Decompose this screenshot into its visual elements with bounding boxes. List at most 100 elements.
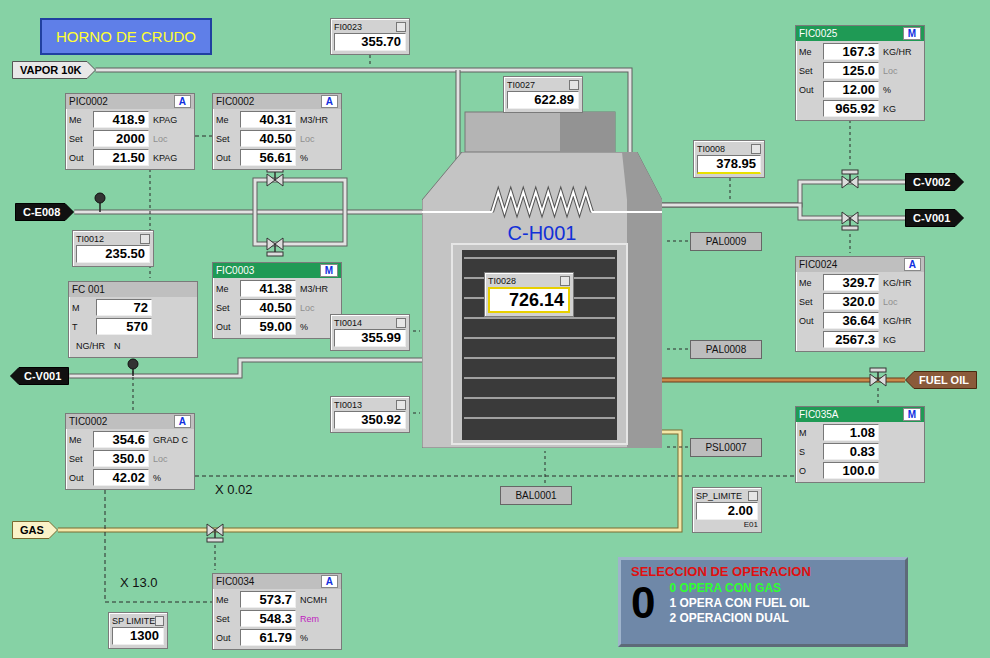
- stream-name: C-V001: [913, 212, 950, 224]
- faceplate-row: S0.83: [799, 442, 921, 461]
- process-pipe: [662, 380, 905, 381]
- control-valve: [267, 168, 283, 186]
- leader-line: [665, 447, 688, 448]
- indicator-header: TI0013: [334, 398, 406, 411]
- process-value: 40.50: [240, 299, 296, 316]
- mode-indicator: M: [903, 408, 921, 421]
- option-text: 0 OPERA CON GAS: [669, 581, 809, 596]
- faceplate-header: FIC0003M: [213, 263, 341, 278]
- alarm-box: PSL0007: [690, 438, 762, 457]
- stream-tag: FUEL OIL: [905, 371, 977, 389]
- status-square: [569, 80, 579, 90]
- mode-indicator: A: [321, 575, 338, 588]
- tag-name: PIC0002: [69, 96, 108, 107]
- process-value: 59.00: [240, 318, 296, 335]
- stream-tag: C-V002: [905, 173, 964, 191]
- screen-title: HORNO DE CRUDO: [40, 18, 212, 55]
- unit-label: KPAG: [149, 153, 187, 163]
- unit-label: %: [879, 85, 917, 95]
- tag-name: TI0008: [697, 144, 725, 154]
- multiplier-label: X 0.02: [215, 482, 253, 497]
- controller-faceplate: FIC035AMM1.08S0.83O100.0: [795, 406, 925, 483]
- process-value: 573.7: [240, 591, 296, 608]
- faceplate-row: Out61.79%: [216, 628, 338, 647]
- unit-label: GRAD C: [149, 435, 188, 445]
- process-value: 622.89: [507, 91, 579, 109]
- tag-name: FI0023: [334, 22, 362, 32]
- leader-line: [370, 55, 371, 67]
- indicator-header: TI0008: [697, 142, 761, 155]
- indicator-header: TI0028: [488, 274, 570, 287]
- faceplate-row: NG/HRN: [72, 336, 194, 355]
- unit-label: Rem: [296, 614, 334, 624]
- chimney-shade: [560, 112, 615, 152]
- pipe-outline: [662, 182, 905, 205]
- indicator-box: TI0028726.14: [484, 272, 574, 317]
- stream-tag: C-E008: [15, 203, 74, 221]
- stream-name: C-V001: [24, 370, 61, 382]
- process-value: 350.92: [334, 411, 406, 429]
- unit-label: N: [110, 341, 148, 351]
- mode-indicator: M: [903, 27, 921, 40]
- process-value: 40.31: [240, 111, 296, 128]
- process-value: 329.7: [823, 274, 879, 291]
- option-list: 0 OPERA CON GAS1 OPERA CON FUEL OIL2 OPE…: [669, 581, 809, 626]
- pipe-outline: [74, 210, 422, 215]
- faceplate-row: Set40.50Loc: [216, 298, 338, 317]
- unit-label: %: [149, 473, 187, 483]
- connector-path: [74, 211, 422, 214]
- faceplate-row: Me573.7NCMH: [216, 590, 338, 609]
- unit-label: M3/HR: [296, 115, 334, 125]
- row-label: Me: [799, 47, 823, 57]
- signal-line: [195, 136, 212, 137]
- status-square: [560, 276, 570, 286]
- process-value: 41.38: [240, 280, 296, 297]
- signal-line: [195, 476, 795, 477]
- process-pipe: [74, 212, 422, 213]
- unit-label: NG/HR: [72, 341, 110, 351]
- tag-name: TI0028: [488, 276, 516, 286]
- tag-outline: [11, 368, 69, 385]
- process-value: 42.02: [93, 469, 149, 486]
- mode-indicator: A: [321, 95, 338, 108]
- leader-line: [850, 234, 851, 253]
- leader-line: [878, 388, 879, 403]
- radiant-tube: [464, 337, 615, 339]
- row-label: Me: [216, 595, 240, 605]
- process-value: 355.99: [334, 329, 406, 347]
- unit-label: KG/HR: [879, 278, 917, 288]
- faceplate-header: FIC035AM: [796, 407, 924, 422]
- faceplate-row: Set548.3Rem: [216, 609, 338, 628]
- process-value: 2567.3: [823, 331, 879, 348]
- signal-leaders: [133, 55, 878, 570]
- multiplier-label: X 13.0: [120, 575, 158, 590]
- row-label: Me: [69, 115, 93, 125]
- controller-faceplate: FIC0034AMe573.7NCMHSet548.3RemOut61.79%: [212, 573, 342, 650]
- process-pipe: [662, 182, 905, 205]
- indicator-box: TI0008378.95: [693, 140, 765, 178]
- gauge-symbol: [95, 193, 105, 203]
- pipe-outline: [69, 360, 422, 376]
- indicator-header: FI0023: [334, 20, 406, 33]
- leader-line: [665, 349, 688, 350]
- indicator-box: TI0013350.92: [330, 396, 410, 433]
- status-square: [751, 144, 761, 154]
- row-label: Me: [216, 115, 240, 125]
- pipe-outline: [662, 205, 905, 218]
- unit-label: %: [296, 153, 334, 163]
- indicator-box: SP_LIMITE2.00E01: [692, 487, 762, 533]
- faceplate-row: Me354.6GRAD C: [69, 430, 191, 449]
- row-label: Set: [799, 66, 823, 76]
- indicator-header: SP LIMITE: [112, 614, 164, 627]
- process-value: 2000: [93, 130, 149, 147]
- radiant-tube: [464, 397, 615, 399]
- leader-line: [665, 241, 688, 242]
- radiant-tube: [464, 317, 615, 319]
- leader-line: [413, 413, 420, 414]
- unit-label: Loc: [879, 297, 917, 307]
- process-value: 167.3: [823, 43, 879, 60]
- gauge-symbol: [128, 359, 138, 369]
- row-label: Set: [69, 134, 93, 144]
- indicator-box: TI0027622.89: [503, 76, 583, 113]
- faceplate-header: PIC0002A: [66, 94, 194, 109]
